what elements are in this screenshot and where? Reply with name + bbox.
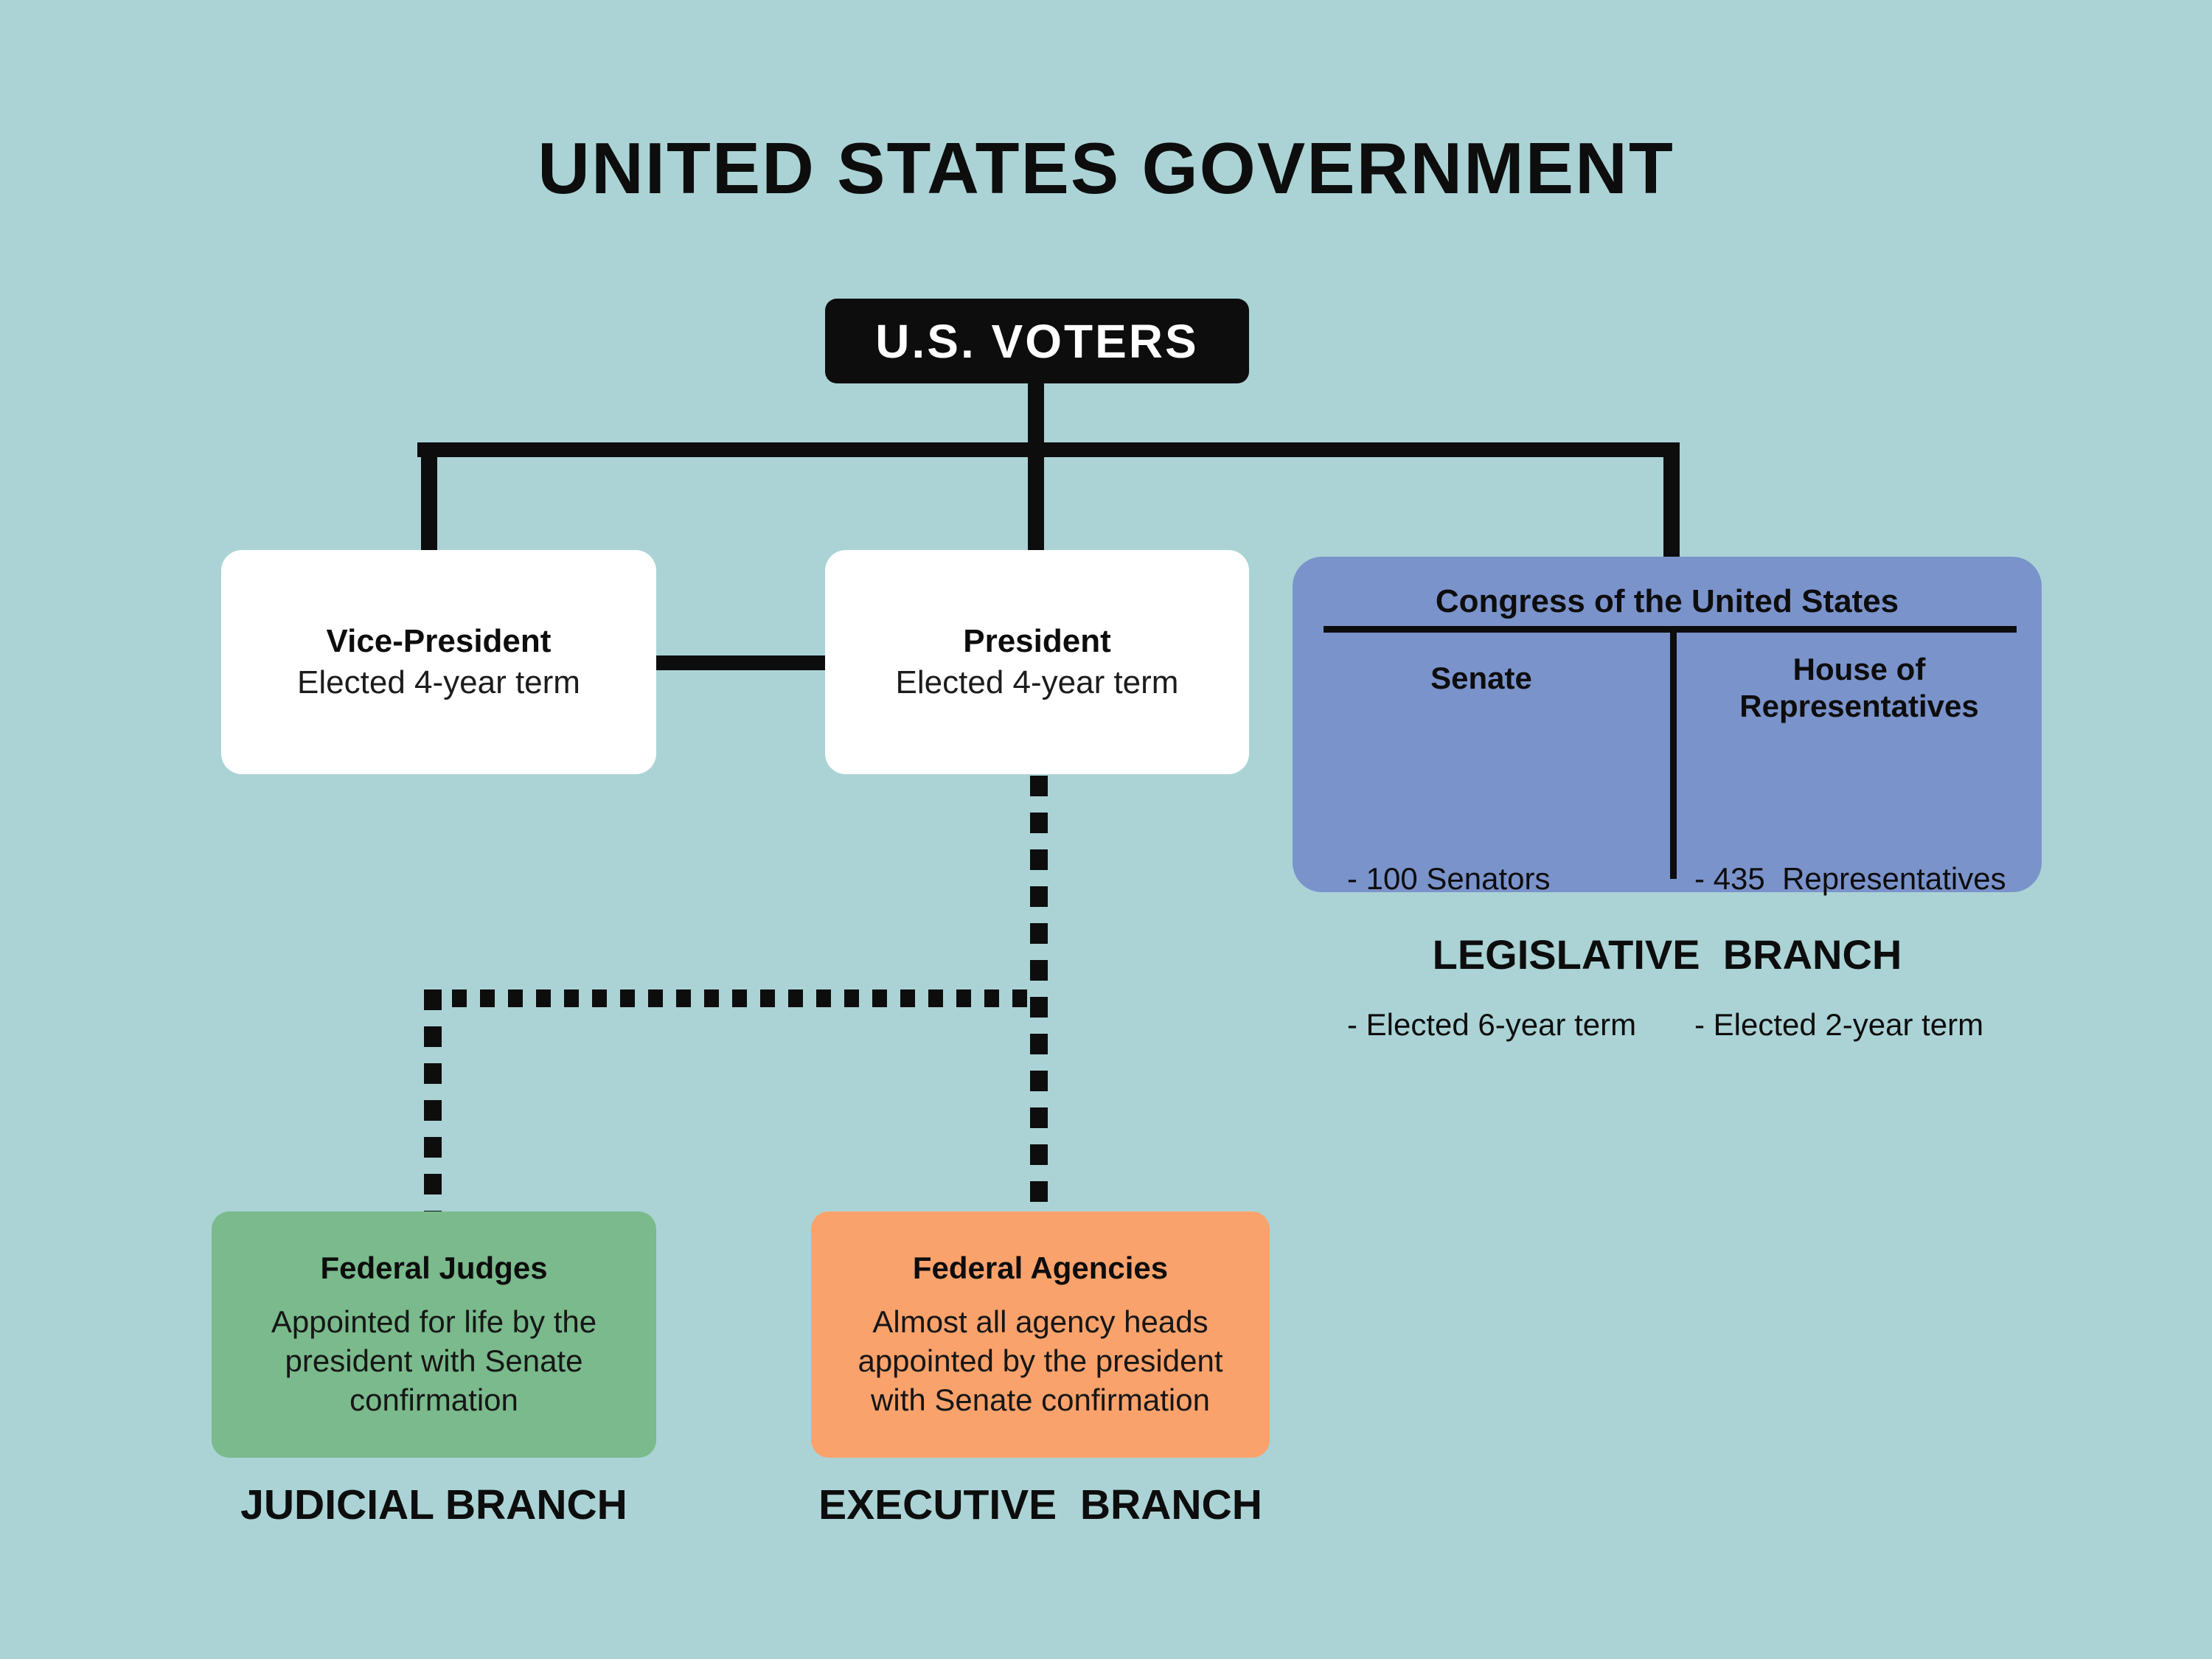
president-box: President Elected 4-year term [825, 550, 1249, 774]
vice-president-term: Elected 4-year term [297, 664, 580, 700]
federal-agencies-heading: Federal Agencies [912, 1250, 1169, 1285]
judicial-branch-label: JUDICIAL BRANCH [240, 1481, 627, 1528]
executive-branch-label: EXECUTIVE BRANCH [818, 1481, 1262, 1528]
connector-vp-president [641, 655, 841, 670]
page-title: UNITED STATES GOVERNMENT [538, 128, 1674, 209]
federal-judges-box: Federal Judges Appointed for life by the… [212, 1211, 656, 1458]
federal-judges-body: Appointed for life by the president with… [271, 1304, 597, 1417]
congress-title: Congress of the United States [1435, 583, 1899, 619]
congress-box: Congress of the United States Senate Hou… [1293, 557, 2042, 1042]
federal-agencies-box: Federal Agencies Almost all agency heads… [811, 1211, 1270, 1458]
senate-items: - 100 Senators - Elected 6-year term [1347, 757, 1664, 1147]
connector-right-drop [1663, 442, 1680, 579]
president-term: Elected 4-year term [895, 664, 1179, 700]
connector-voters-stem [1028, 380, 1044, 461]
us-voters-box: U.S. VOTERS [825, 299, 1249, 383]
house-heading: House of Representatives [1739, 652, 1979, 723]
federal-judges-heading: Federal Judges [320, 1250, 548, 1285]
congress-column-divider [1670, 628, 1677, 879]
us-voters-label: U.S. VOTERS [875, 314, 1199, 368]
legislative-branch-label: LEGISLATIVE BRANCH [1432, 931, 1902, 978]
vice-president-box: Vice-President Elected 4-year term [221, 550, 656, 774]
connector-center-drop [1028, 450, 1044, 568]
dotted-horizontal-line [424, 990, 1033, 1007]
house-item: - Elected 2-year term [1694, 1007, 1984, 1042]
dotted-judges-drop-line [424, 990, 442, 1211]
president-heading: President [963, 623, 1111, 659]
senate-item: - Elected 6-year term [1347, 1007, 1637, 1042]
house-items: - 435 Representatives - Elected 2-year t… [1694, 757, 2034, 1147]
connector-main-horizontal [417, 442, 1680, 457]
connector-left-drop [421, 442, 437, 568]
house-item: - 435 Representatives [1694, 861, 2006, 896]
dotted-president-to-agencies-line [1030, 776, 1048, 1211]
senate-heading: Senate [1430, 661, 1532, 695]
senate-item: - 100 Senators [1347, 861, 1551, 896]
vice-president-heading: Vice-President [326, 623, 552, 659]
federal-agencies-body: Almost all agency heads appointed by the… [858, 1304, 1223, 1417]
